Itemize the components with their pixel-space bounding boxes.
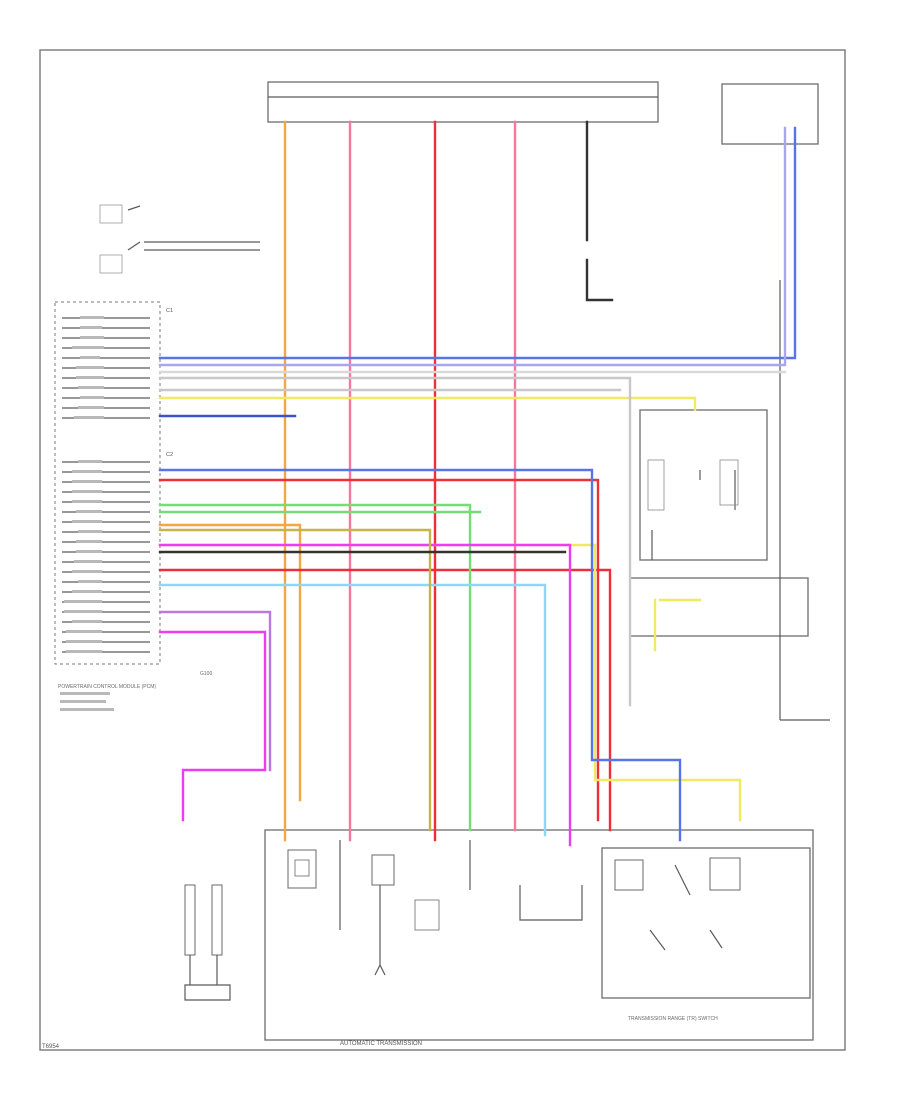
transmission-box [264, 829, 814, 1041]
vehicle-speed-sensor [184, 884, 231, 1001]
pin-text-marks [60, 316, 114, 711]
connector-c2-label: C2 [166, 452, 173, 458]
pcm-pin-stubs [62, 317, 150, 653]
tr-switch-box [601, 847, 811, 999]
diagram-frame [39, 49, 846, 1051]
transmission-label: AUTOMATIC TRANSMISSION [340, 1041, 422, 1047]
connector-c1-label: C1 [166, 308, 173, 314]
relay-box [721, 83, 819, 145]
fuse-block [267, 81, 659, 123]
solenoid-group [287, 840, 741, 976]
diagram-code: T6954 [42, 1044, 60, 1050]
ground-label: G100 [200, 671, 212, 677]
wire-harness [158, 120, 797, 847]
brake-switches [99, 204, 260, 274]
right-component-boxes [629, 280, 830, 721]
range-switch-label: TRANSMISSION RANGE (TR) SWITCH [628, 1016, 718, 1022]
pcm-label: POWERTRAIN CONTROL MODULE (PCM) [58, 684, 156, 690]
pcm-box [54, 301, 161, 665]
